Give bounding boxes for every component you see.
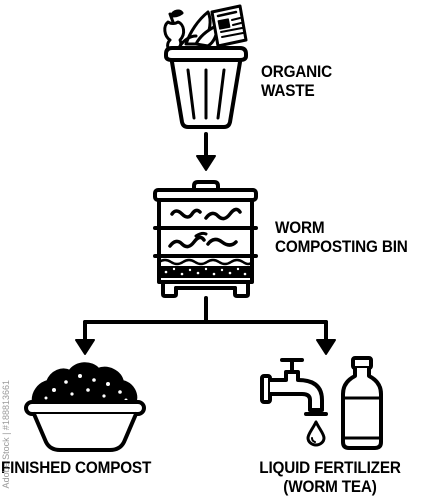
arrow-down-icon <box>316 339 336 355</box>
bottle-icon <box>341 356 383 450</box>
organic-waste-line1: ORGANIC <box>261 62 333 81</box>
compost-bowl-icon <box>24 362 146 452</box>
organic-waste-icon <box>163 4 248 54</box>
worm-bin-line2: COMPOSTING BIN <box>275 237 408 256</box>
organic-waste-line2: WASTE <box>261 81 315 100</box>
liquid-fertilizer-line1: LIQUID FERTILIZER <box>259 458 401 477</box>
liquid-fertilizer-label: LIQUID FERTILIZER (WORM TEA) <box>247 458 413 496</box>
worm-bin-icon <box>153 180 258 298</box>
stock-watermark: Adobe Stock | #188813661 <box>1 380 11 489</box>
finished-compost-text: FINISHED COMPOST <box>1 458 152 477</box>
finished-compost-label: FINISHED COMPOST <box>1 458 151 477</box>
branch-arrows <box>75 296 336 355</box>
liquid-fertilizer-line2: (WORM TEA) <box>283 477 377 496</box>
faucet-icon <box>260 358 328 416</box>
arrow-down-icon <box>75 339 95 355</box>
soil-texture-icon <box>161 266 250 278</box>
water-drop-icon <box>306 420 326 447</box>
arrow-down-icon <box>196 132 216 171</box>
worm-bin-label: WORM COMPOSTING BIN <box>275 218 408 256</box>
organic-waste-label: ORGANIC WASTE <box>261 62 332 100</box>
worm-bin-line1: WORM <box>275 218 325 237</box>
trash-can-icon <box>163 4 248 129</box>
